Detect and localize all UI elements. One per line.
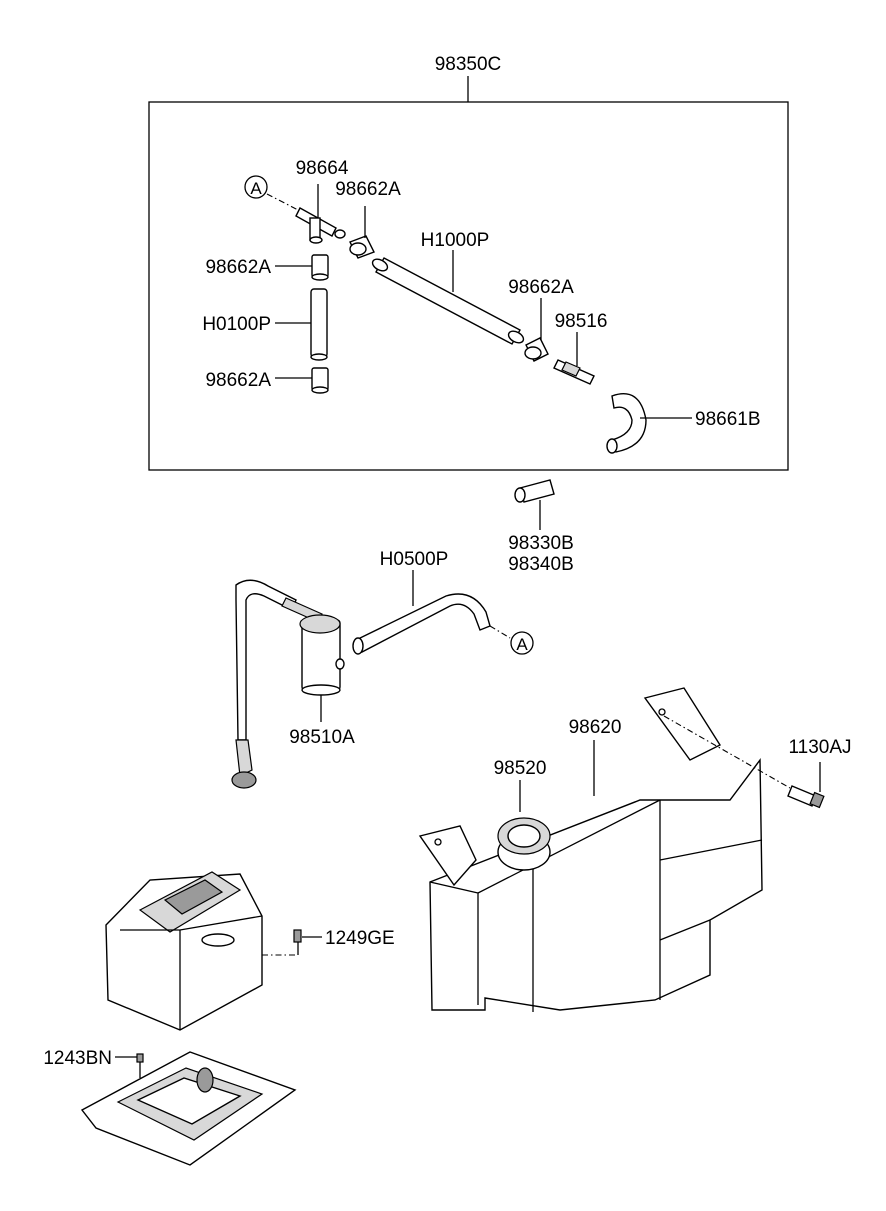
label-98330B[interactable]: 98330B	[508, 533, 574, 554]
label-98340B[interactable]: 98340B	[508, 554, 574, 575]
hose-long: H1000P	[371, 230, 525, 345]
ref-a-bottom[interactable]: A	[516, 635, 528, 654]
label-1249GE[interactable]: 1249GE	[325, 928, 395, 949]
label-98662A-left-upper[interactable]: 98662A	[205, 257, 271, 278]
label-98662A-mid[interactable]: 98662A	[508, 277, 574, 298]
label-98350C[interactable]: 98350C	[435, 54, 502, 75]
label-98664[interactable]: 98664	[296, 158, 349, 179]
hose-short: H0100P	[202, 288, 328, 361]
sleeve-mid: 98662A	[508, 277, 574, 362]
label-H0100P[interactable]: H0100P	[202, 314, 271, 335]
washer-pump: 98510A	[231, 579, 355, 789]
battery-tray: 1243BN	[43, 1048, 297, 1166]
label-98662A-left-lower[interactable]: 98662A	[205, 370, 271, 391]
reservoir-cap: 98520	[494, 758, 551, 871]
ref-a-top[interactable]: A	[250, 179, 262, 198]
sleeve-left-lower: 98662A	[205, 367, 329, 394]
label-98510A[interactable]: 98510A	[289, 727, 355, 748]
assembly-box: 98350C	[148, 54, 789, 471]
label-98520[interactable]: 98520	[494, 758, 547, 779]
hose-pump: A H0500P	[352, 549, 534, 655]
label-98662A-top[interactable]: 98662A	[335, 179, 401, 200]
check-valve: 98516	[553, 311, 608, 385]
sleeve-left-upper: 98662A	[205, 254, 329, 281]
nozzle: 98330B 98340B	[508, 479, 574, 575]
label-H1000P[interactable]: H1000P	[421, 230, 490, 251]
label-98516[interactable]: 98516	[555, 311, 608, 332]
elbow-hose: 98661B	[606, 393, 761, 454]
battery-cover: 1249GE	[105, 871, 395, 1031]
label-98661B[interactable]: 98661B	[695, 409, 761, 430]
label-98620[interactable]: 98620	[569, 717, 622, 738]
sleeve-top: 98662A	[335, 179, 401, 259]
bolt-reservoir: 1130AJ	[663, 715, 852, 809]
tee-connector: A 98664	[244, 158, 349, 244]
label-H0500P[interactable]: H0500P	[380, 549, 449, 570]
label-1130AJ[interactable]: 1130AJ	[788, 737, 851, 758]
washer-reservoir: 98620	[418, 687, 763, 1012]
label-1243BN[interactable]: 1243BN	[43, 1048, 112, 1069]
